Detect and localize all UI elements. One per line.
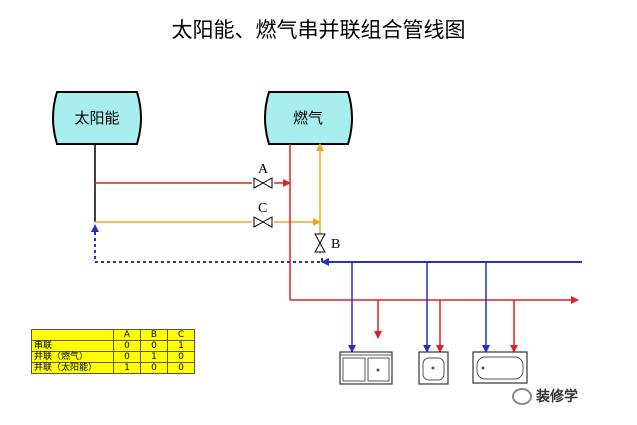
valve-b-label: B xyxy=(331,237,340,252)
table-cell: 0 xyxy=(113,340,141,352)
table-cell: 1 xyxy=(167,340,195,352)
valve-b[interactable] xyxy=(314,233,326,253)
table-cell: 1 xyxy=(113,362,141,374)
table-cell: 0 xyxy=(113,351,141,363)
valve-a[interactable] xyxy=(253,177,273,189)
table-cell: 1 xyxy=(140,351,168,363)
watermark-text: 装修学 xyxy=(536,389,578,405)
table-cell: 0 xyxy=(167,362,195,374)
table-header-cell xyxy=(31,329,114,341)
table-cell: 串联 xyxy=(31,340,114,352)
table-header-cell: C xyxy=(167,329,195,341)
table-row: 串联 0 0 1 xyxy=(31,340,195,352)
table-header-cell: B xyxy=(140,329,168,341)
table-cell: 0 xyxy=(140,340,168,352)
table-cell: 0 xyxy=(167,351,195,363)
diagram-title: 太阳能、燃气串并联组合管线图 xyxy=(171,18,466,42)
table-cell: 0 xyxy=(140,362,168,374)
wechat-icon xyxy=(512,387,532,405)
solar-tank: 太阳能 xyxy=(52,91,142,145)
solar-tank-label: 太阳能 xyxy=(74,109,119,127)
table-header-row: A B C xyxy=(31,329,195,341)
watermark: 装修学 xyxy=(512,386,578,406)
valve-state-table: A B C 串联 0 0 1 并联（燃气） 0 1 0 并联（太阳能） 1 0 … xyxy=(31,329,195,374)
table-row: 并联（燃气） 0 1 0 xyxy=(31,351,195,363)
bathtub-icon xyxy=(472,351,528,384)
gas-tank-label: 燃气 xyxy=(293,109,323,127)
wash-basin-icon xyxy=(418,351,449,385)
kitchen-sink-icon xyxy=(339,351,393,385)
table-cell: 并联（太阳能） xyxy=(31,362,114,374)
gas-heater-tank: 燃气 xyxy=(264,91,353,145)
table-header-cell: A xyxy=(113,329,141,341)
table-cell: 并联（燃气） xyxy=(31,351,114,363)
valve-c-label: C xyxy=(258,201,267,216)
table-row: 并联（太阳能） 1 0 0 xyxy=(31,362,195,374)
valve-a-label: A xyxy=(258,162,269,177)
valve-c[interactable] xyxy=(253,216,273,228)
cold-to-solar-pipe xyxy=(91,224,320,263)
